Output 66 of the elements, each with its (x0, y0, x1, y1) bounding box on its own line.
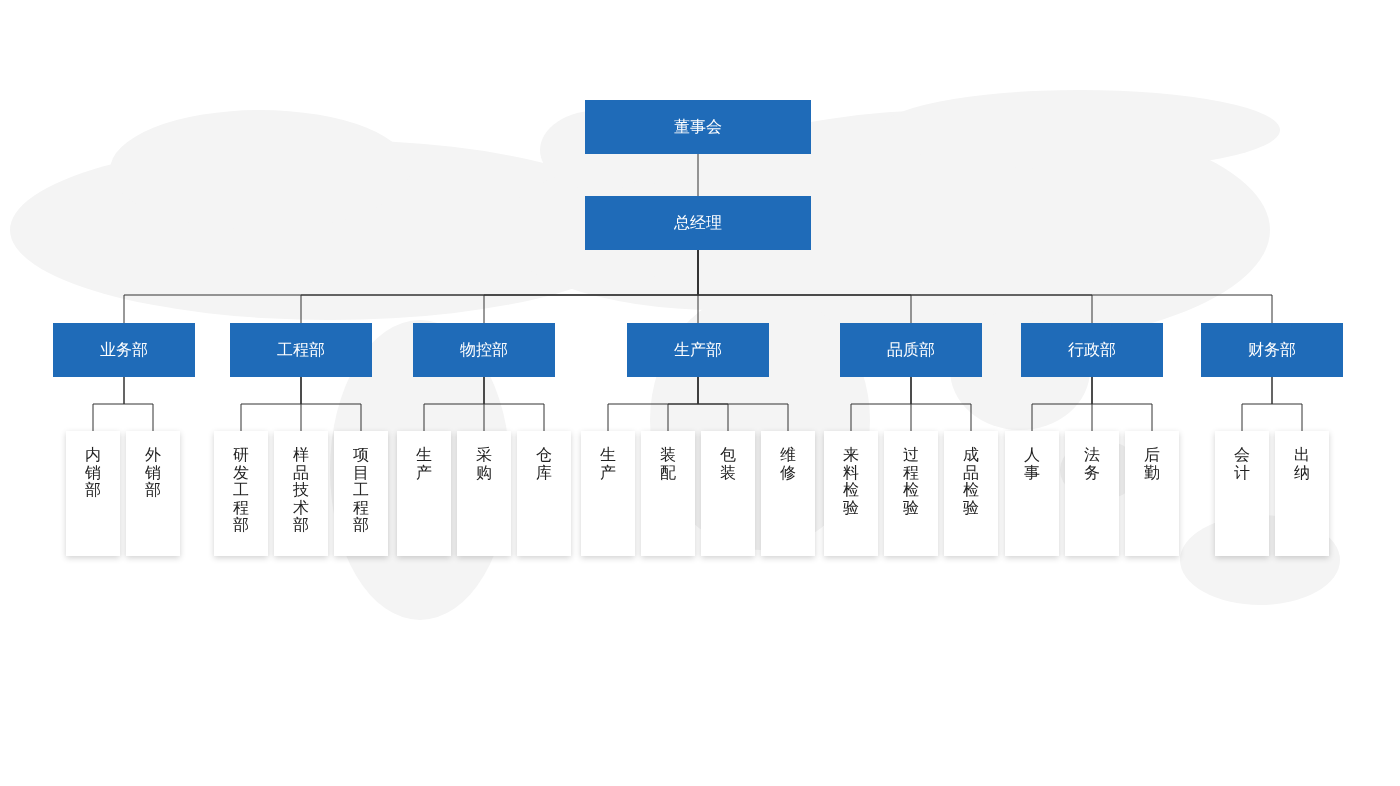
department-card (214, 431, 268, 556)
connector-line (697, 153, 699, 197)
node-label: 业务部 (100, 339, 148, 361)
department-card (824, 431, 878, 556)
department-card (1065, 431, 1119, 556)
connector-line (697, 376, 789, 432)
department-card (274, 431, 328, 556)
department-card (397, 431, 451, 556)
node-label: 采购 (476, 446, 492, 482)
node-label: 人事 (1024, 446, 1040, 482)
org-box (413, 323, 555, 377)
node-label: 过程检验 (903, 446, 919, 517)
department-card (1215, 431, 1269, 556)
department-card (581, 431, 635, 556)
org-box (53, 323, 195, 377)
node-label: 生产部 (674, 339, 722, 361)
department-card (884, 431, 938, 556)
node-label: 成品检验 (963, 446, 979, 517)
connector-line (123, 376, 154, 432)
department-card (944, 431, 998, 556)
org-box (1201, 323, 1343, 377)
org-box (585, 100, 811, 154)
connector-line (483, 376, 545, 432)
node-label: 来料检验 (843, 446, 859, 517)
connector-line (300, 376, 362, 432)
node-label: 财务部 (1248, 339, 1296, 361)
node-label: 工程部 (277, 339, 325, 361)
department-card (126, 431, 180, 556)
department-card (701, 431, 755, 556)
connector-line (1091, 376, 1153, 432)
department-card (1125, 431, 1179, 556)
node-label: 总经理 (674, 212, 722, 234)
node-label: 装配 (660, 446, 676, 482)
connector-line (910, 376, 972, 432)
department-card (1275, 431, 1329, 556)
node-label: 生产 (416, 446, 432, 482)
node-label: 物控部 (460, 339, 508, 361)
department-card (66, 431, 120, 556)
org-box (1021, 323, 1163, 377)
department-card (517, 431, 571, 556)
node-label: 生产 (600, 446, 616, 482)
node-label: 样品技术部 (293, 446, 309, 534)
department-card (1005, 431, 1059, 556)
node-label: 维修 (780, 446, 796, 482)
department-card (457, 431, 511, 556)
org-box (840, 323, 982, 377)
org-box (230, 323, 372, 377)
department-card (334, 431, 388, 556)
connector-line (1271, 376, 1303, 432)
node-label: 法务 (1084, 446, 1100, 482)
department-card (641, 431, 695, 556)
node-label: 研发工程部 (233, 446, 249, 534)
node-label: 会计 (1234, 446, 1250, 482)
node-label: 品质部 (887, 339, 935, 361)
node-label: 董事会 (674, 116, 722, 138)
node-label: 仓库 (536, 446, 552, 482)
node-label: 出纳 (1294, 446, 1310, 482)
node-label: 内销部 (85, 446, 101, 499)
node-label: 行政部 (1068, 339, 1116, 361)
department-card (761, 431, 815, 556)
node-label: 项目工程部 (353, 446, 369, 534)
node-label: 后勤 (1144, 446, 1160, 482)
node-label: 外销部 (145, 446, 161, 499)
node-label: 包装 (720, 446, 736, 482)
org-box (627, 323, 769, 377)
org-box (585, 196, 811, 250)
